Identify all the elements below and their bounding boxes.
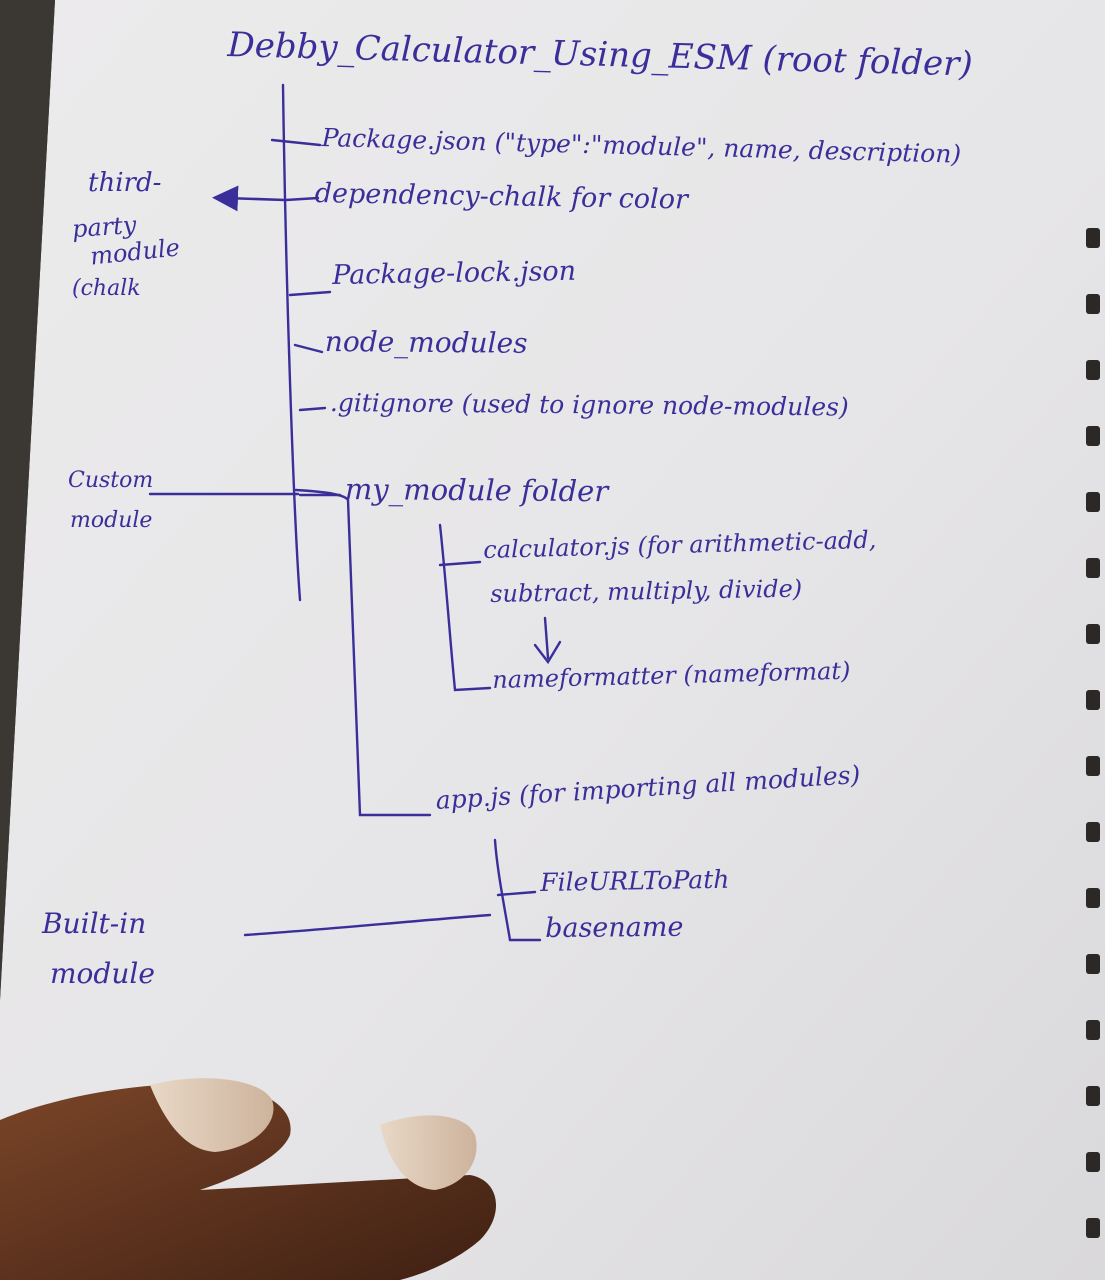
down-arrow-head — [533, 640, 562, 665]
spiral-hole — [1086, 954, 1100, 974]
tree-item-calculator-js-continued: subtract, multiply, divide) — [489, 574, 803, 608]
builtin-module-connector — [243, 913, 492, 937]
spiral-hole — [1086, 492, 1100, 512]
tree-item-dependency: dependency-chalk for color — [314, 178, 689, 216]
third-party-arrow — [212, 185, 286, 212]
tree-item-file-url-to-path: FileURLToPath — [539, 864, 730, 897]
side-label-custom-1: Custom — [68, 468, 154, 493]
tick-file-url — [496, 890, 537, 897]
side-label-builtin-1: Built-in — [42, 907, 147, 940]
down-arrow-line — [543, 616, 550, 660]
tree-item-node-modules: node_modules — [324, 325, 528, 360]
spiral-hole — [1086, 228, 1100, 248]
spiral-hole — [1086, 756, 1100, 776]
spiral-hole — [1086, 1020, 1100, 1040]
side-label-third-party-1: third- — [88, 168, 162, 198]
background-corner — [0, 0, 55, 1000]
side-label-third-party-4: (chalk — [72, 276, 141, 301]
fingernail — [380, 1115, 477, 1190]
tree-item-gitignore: .gitignore (used to ignore node-modules) — [329, 388, 849, 422]
spiral-hole — [1086, 1086, 1100, 1106]
tick-calculator — [438, 560, 482, 567]
tick-dependency — [284, 196, 320, 202]
side-label-custom-2: module — [70, 508, 153, 533]
spiral-binding — [1086, 228, 1100, 1238]
spiral-hole — [1086, 294, 1100, 314]
side-label-third-party-2: party — [71, 210, 138, 244]
spiral-hole — [1086, 558, 1100, 578]
main-trunk-line — [281, 83, 302, 602]
fingernail — [150, 1078, 274, 1152]
spiral-hole — [1086, 426, 1100, 446]
tick-package-lock — [288, 290, 332, 297]
spiral-hole — [1086, 1152, 1100, 1172]
spiral-hole — [1086, 690, 1100, 710]
side-label-builtin-2: module — [50, 957, 155, 990]
spiral-hole — [1086, 822, 1100, 842]
tick-package-json — [270, 138, 322, 147]
finger-holding-page — [0, 1078, 497, 1280]
tick-node-modules — [293, 343, 324, 354]
tick-gitignore — [298, 406, 327, 412]
folder-tree-lines — [148, 83, 562, 942]
spiral-hole — [1086, 624, 1100, 644]
tree-item-basename: basename — [544, 911, 684, 944]
tree-item-my-module-folder: my_module folder — [344, 472, 609, 509]
spiral-hole — [1086, 1218, 1100, 1238]
tree-item-package-lock: Package-lock.json — [331, 255, 577, 291]
spiral-hole — [1086, 888, 1100, 908]
spiral-hole — [1086, 360, 1100, 380]
my-module-subtree-line — [438, 523, 492, 692]
